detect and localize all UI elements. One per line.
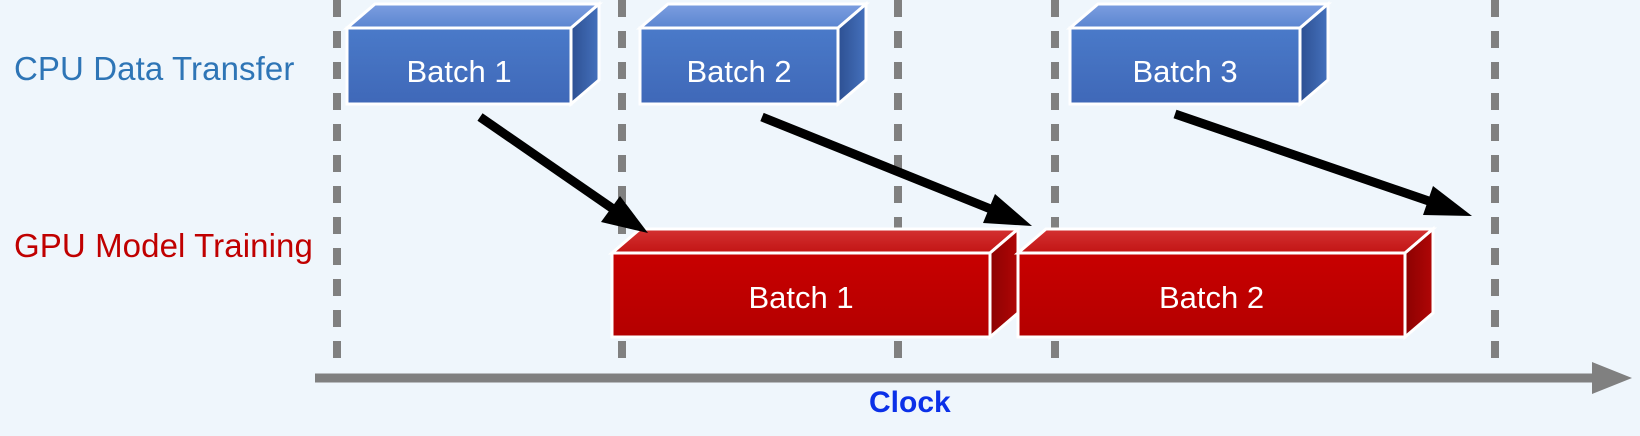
clock-axis-label: Clock	[869, 386, 951, 419]
cpu-block-batch-1[interactable]	[342, 0, 604, 108]
gpu-block-batch-2[interactable]	[1013, 225, 1438, 341]
arrow-batch-1	[477, 113, 648, 233]
cpu-block-3-face	[1068, 26, 1302, 106]
cpu-block-1-face	[345, 26, 573, 106]
gpu-block-1-face	[610, 251, 992, 339]
cpu-block-2-top	[635, 2, 871, 30]
row-label-cpu: CPU Data Transfer	[14, 50, 295, 87]
gpu-block-2-face	[1016, 251, 1407, 339]
cpu-block-2-face	[638, 26, 840, 106]
arrow-batch-2	[760, 112, 1032, 226]
transfer-arrows	[477, 109, 1472, 233]
gpu-block-2-top	[1013, 227, 1438, 255]
cpu-block-batch-2[interactable]	[635, 0, 871, 108]
clock-axis	[315, 362, 1632, 394]
gpu-block-1-top	[607, 227, 1023, 255]
cpu-block-3-top	[1065, 2, 1333, 30]
arrow-batch-3	[1173, 109, 1472, 216]
cpu-block-batch-3[interactable]	[1065, 0, 1333, 108]
clock-axis-arrowhead	[1592, 362, 1632, 394]
row-label-gpu: GPU Model Training	[14, 227, 313, 264]
cpu-block-1-top	[342, 2, 604, 30]
gpu-block-batch-1[interactable]	[607, 225, 1023, 341]
